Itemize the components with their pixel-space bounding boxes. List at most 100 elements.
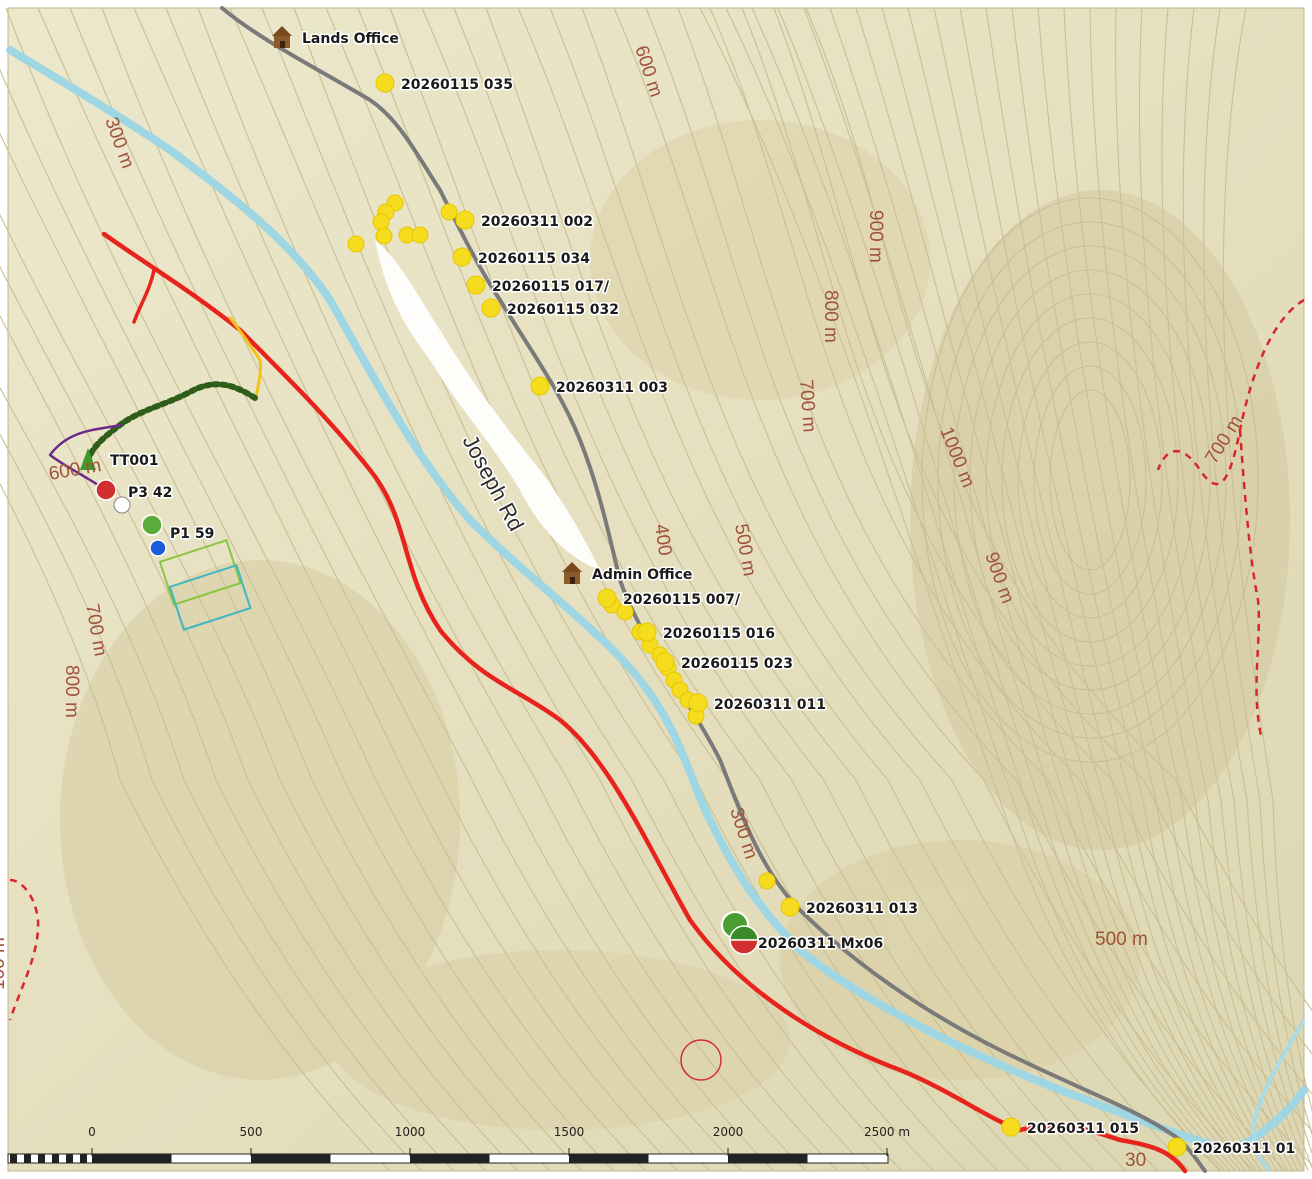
site-marker-green[interactable] [141, 514, 163, 536]
contour-label: 30 [1125, 1150, 1146, 1171]
waypoint[interactable]: 20260115 035 [375, 73, 515, 95]
waypoint-marker[interactable] [688, 693, 708, 713]
contour-label: 700 m [795, 379, 820, 433]
waypoints[interactable]: 20260115 035 20260311 002 20260115 034 2026… [375, 73, 1297, 1159]
site-marker-red[interactable] [95, 479, 117, 501]
waypoint-marker[interactable] [1167, 1137, 1187, 1157]
mixed-marker[interactable] [721, 911, 759, 955]
green-dashed-track[interactable] [85, 381, 258, 465]
contour-label: 100 m [0, 937, 9, 990]
waypoint-marker[interactable] [655, 652, 675, 672]
relief-shading [60, 120, 1290, 1130]
river-tributary [1251, 1018, 1306, 1173]
contour-label: 900 m [865, 210, 886, 263]
waypoint-marker[interactable] [530, 376, 550, 396]
waypoint-label: 20260115 032 [507, 302, 619, 318]
place-label: Admin Office [592, 567, 692, 583]
admin-office[interactable]: Admin Office [562, 562, 694, 585]
scale-bar: 0 500 1000 1500 2000 2500 m [7, 1125, 910, 1164]
contour-label: 500 m [1095, 929, 1148, 950]
contour-lines [0, 7, 1312, 1172]
waypoint[interactable]: 20260115 007/ [597, 588, 743, 610]
waypoint-marker[interactable] [411, 226, 429, 244]
waypoint-label: 20260115 023 [681, 656, 793, 672]
clearing [375, 240, 600, 570]
scale-tick-label: 500 [240, 1125, 263, 1139]
site-label: P1 59 [170, 526, 214, 542]
waypoint[interactable]: 20260115 016 [637, 622, 777, 644]
waypoint-marker[interactable] [375, 227, 393, 245]
site-labels: TT001 P3 42 P1 59 [109, 452, 216, 544]
contour-label: 400 [650, 523, 675, 557]
river [6, 46, 1308, 1155]
red-track[interactable] [101, 231, 1188, 1174]
road-joseph-rd[interactable] [220, 6, 1207, 1173]
building-icon [562, 562, 582, 584]
site-marker-tree-icon [80, 448, 96, 470]
waypoint[interactable]: 20260311 011 [688, 693, 828, 715]
waypoint[interactable]: 20260115 023 [655, 652, 795, 674]
waypoint-marker[interactable] [440, 203, 458, 221]
waypoint-label: 20260115 007/ [623, 592, 741, 608]
purple-track[interactable] [48, 423, 122, 492]
waypoint[interactable]: 20260115 034 [452, 247, 592, 269]
tracks[interactable] [48, 231, 1188, 1174]
scale-tick-label: 2000 [713, 1125, 744, 1139]
waypoint[interactable]: 20260311 015 [1001, 1117, 1141, 1139]
waypoint[interactable]: 20260311 002 [455, 210, 595, 232]
survey-plot-teal[interactable] [168, 564, 252, 631]
location-ring[interactable] [680, 1039, 722, 1081]
site-label: TT001 [110, 453, 159, 469]
waypoint-marker[interactable] [597, 588, 617, 608]
waypoint-marker[interactable] [780, 897, 800, 917]
site-label: P3 42 [128, 485, 172, 501]
lands-office[interactable]: Lands Office [272, 26, 400, 49]
site-marker-white[interactable] [113, 496, 131, 514]
waypoint-marker[interactable] [1001, 1117, 1021, 1137]
waypoint-marker[interactable] [758, 872, 776, 890]
waypoint-marker[interactable] [481, 298, 501, 318]
building-icon [272, 26, 292, 48]
survey-plot-green[interactable] [158, 539, 242, 606]
survey-plots[interactable] [158, 539, 252, 631]
scale-tick-label: 1000 [395, 1125, 426, 1139]
waypoint-marker[interactable] [375, 73, 395, 93]
waypoint-marker[interactable] [616, 603, 634, 621]
waypoint-marker[interactable] [637, 622, 657, 642]
site-markers[interactable] [80, 448, 167, 557]
waypoint-marker[interactable] [372, 213, 390, 231]
mixed-marker-split[interactable] [729, 925, 759, 941]
contour-label: 800 m [820, 290, 841, 343]
yellow-track[interactable] [228, 316, 262, 400]
waypoint[interactable]: 20260115 032 [481, 298, 621, 320]
waypoint[interactable]: 20260311 003 [530, 376, 670, 398]
waypoint-label: 20260311 002 [481, 214, 593, 230]
waypoint-label: 20260115 017/ [492, 279, 610, 295]
waypoint-label: 20260115 034 [478, 251, 590, 267]
boundary-lines [8, 298, 1305, 1021]
contour-label: 800 m [61, 665, 82, 718]
red-track-spur[interactable] [132, 268, 156, 324]
waypoint[interactable]: 20260115 017/ [466, 275, 612, 297]
waypoint-marker[interactable] [347, 235, 365, 253]
waypoint-label: 20260311 011 [714, 697, 826, 713]
waypoint-label: 20260311 003 [556, 380, 668, 396]
scale-tick-label: 2500 m [864, 1125, 910, 1139]
waypoint-label: 20260311 Mx06 [758, 936, 883, 952]
site-marker-blue[interactable] [149, 539, 167, 557]
waypoint-label: 20260311 01 [1193, 1141, 1295, 1157]
waypoint-marker[interactable] [452, 247, 472, 267]
waypoint-label: 20260311 013 [806, 901, 918, 917]
waypoint-marker[interactable] [466, 275, 486, 295]
waypoint-marker[interactable] [455, 210, 475, 230]
scale-tick-label: 0 [88, 1125, 96, 1139]
waypoint[interactable]: 20260311 01 [1167, 1137, 1297, 1159]
scale-tick-label: 1500 [554, 1125, 585, 1139]
waypoint[interactable]: 20260311 Mx06 [757, 935, 885, 954]
waypoint-label: 20260115 035 [401, 77, 513, 93]
waypoint-label: 20260115 016 [663, 626, 775, 642]
waypoint-label: 20260311 015 [1027, 1121, 1139, 1137]
waypoint[interactable]: 20260311 013 [780, 897, 920, 919]
